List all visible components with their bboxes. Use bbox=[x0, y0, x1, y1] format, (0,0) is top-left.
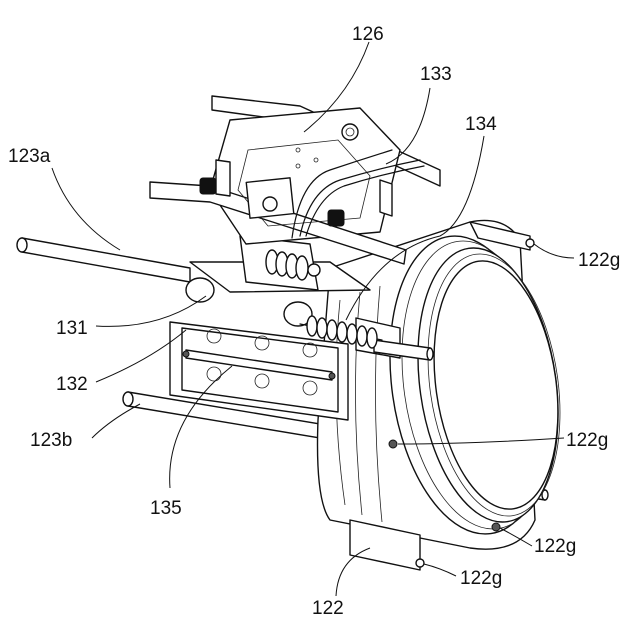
label-123a: 123a bbox=[8, 146, 51, 167]
label-134: 134 bbox=[465, 114, 497, 135]
housing-122 bbox=[318, 220, 576, 570]
label-135: 135 bbox=[150, 498, 182, 519]
label-122g-top: 122g bbox=[578, 250, 620, 271]
label-122g-bottom: 122g bbox=[460, 568, 502, 589]
label-133: 133 bbox=[420, 64, 452, 85]
label-132: 132 bbox=[56, 374, 88, 395]
label-122g-low: 122g bbox=[534, 536, 576, 557]
label-131: 131 bbox=[56, 318, 88, 339]
label-122g-mid: 122g bbox=[566, 430, 608, 451]
guide-rod-123a bbox=[17, 238, 190, 282]
label-123b: 123b bbox=[30, 430, 72, 451]
actuator-plate-126 bbox=[150, 96, 440, 264]
label-122: 122 bbox=[312, 598, 344, 619]
label-126: 126 bbox=[352, 24, 384, 45]
